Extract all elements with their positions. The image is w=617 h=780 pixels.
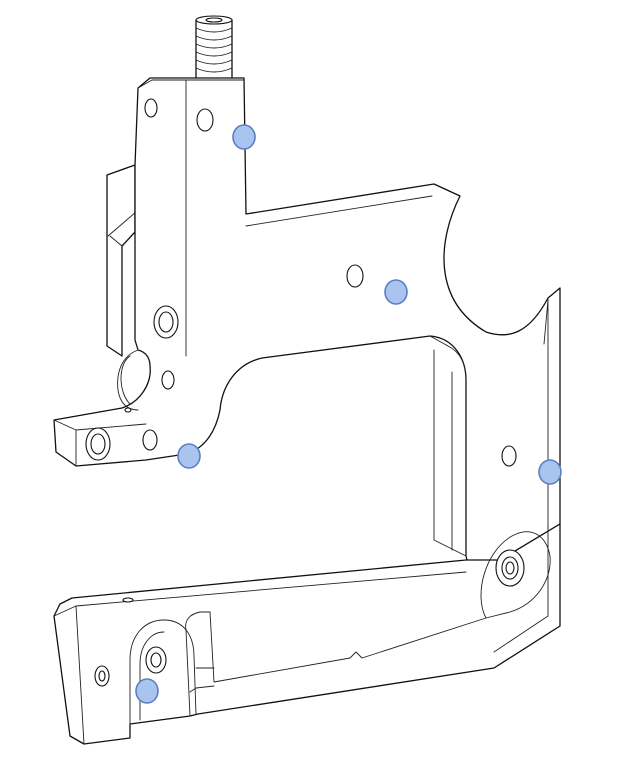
hole-top-left — [144, 98, 158, 118]
marker-right-edge — [538, 459, 562, 485]
marker-top-bracket — [232, 124, 256, 150]
upper-plate-holes — [85, 98, 517, 467]
upper-plate — [53, 77, 561, 573]
hole-top — [196, 108, 214, 132]
hole-right — [501, 445, 517, 467]
marker-left-tab — [177, 443, 201, 469]
hole-tab — [142, 429, 158, 451]
lower-arm — [53, 523, 561, 745]
marker-layer — [135, 124, 562, 704]
marker-upper-plate — [384, 279, 408, 305]
threaded-stud — [195, 15, 233, 83]
marker-lower-arm — [135, 678, 159, 704]
hole-small — [161, 370, 175, 390]
hole-center — [346, 264, 364, 288]
